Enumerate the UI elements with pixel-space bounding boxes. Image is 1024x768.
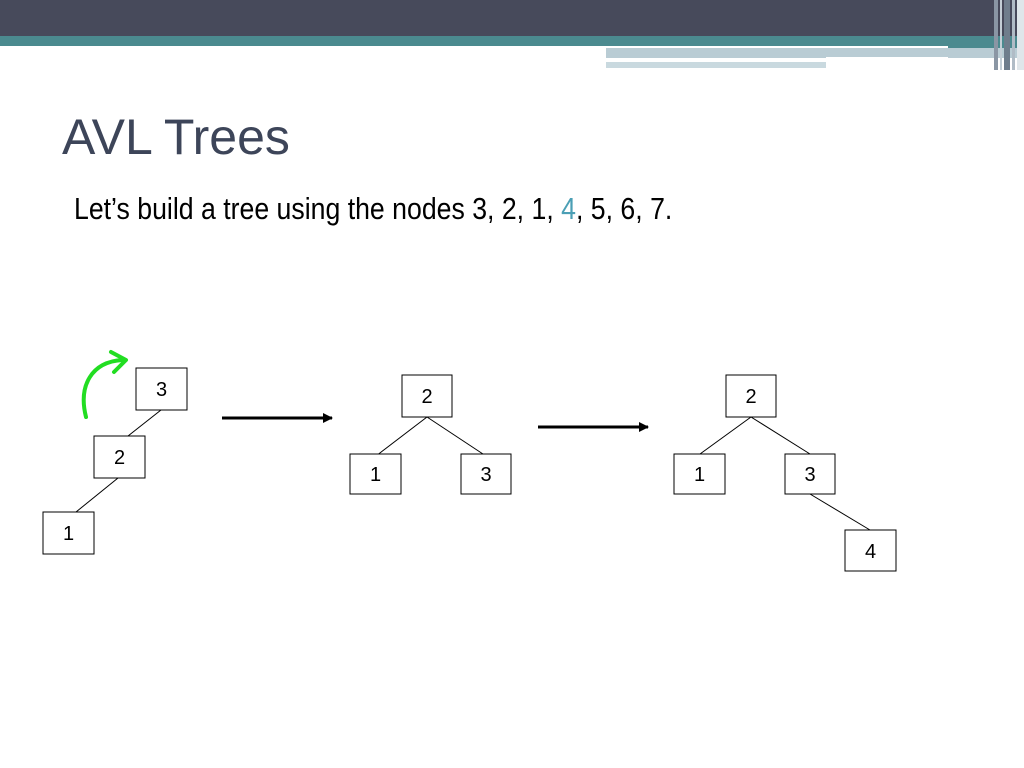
node-label: 2 — [745, 386, 756, 408]
header-divider-line — [0, 46, 948, 48]
tree-edge — [750, 416, 811, 455]
slide-subtitle: Let’s build a tree using the nodes 3, 2,… — [74, 193, 672, 224]
subtitle-text-start: Let’s build a tree using the nodes 3, 2,… — [74, 191, 562, 226]
tree-edge — [699, 416, 752, 455]
tree-node: 2 — [725, 374, 777, 418]
rotation-arrow-icon — [81, 358, 124, 419]
tree-node: 3 — [460, 453, 512, 495]
tree-node: 2 — [401, 374, 453, 418]
header-teal-band — [0, 36, 1024, 48]
node-label: 1 — [63, 523, 74, 545]
tree-edge — [75, 477, 119, 513]
tree-unbalanced: 3 2 1 — [42, 350, 188, 555]
node-label: 3 — [156, 379, 167, 401]
rotation-arrowhead-icon — [109, 350, 128, 374]
node-label: 3 — [480, 464, 491, 486]
tree-node: 3 — [135, 367, 188, 411]
node-label: 2 — [421, 386, 432, 408]
tree-edge — [809, 493, 871, 531]
node-label: 4 — [865, 541, 876, 563]
tree-edge — [375, 416, 428, 457]
tree-node: 1 — [42, 511, 95, 555]
slide-title: AVL Trees — [62, 109, 290, 165]
header-light-band — [606, 48, 1024, 58]
node-label: 1 — [370, 464, 381, 486]
tree-node: 1 — [349, 453, 402, 495]
header-dark-band — [0, 0, 1024, 36]
tree-node: 3 — [784, 453, 836, 495]
tree-node: 1 — [673, 453, 726, 495]
header-edge-stripes — [994, 0, 1024, 70]
header-divider-line-secondary — [826, 57, 948, 59]
node-label: 1 — [694, 464, 705, 486]
tree-rotated: 2 1 3 — [349, 374, 512, 495]
tree-node: 4 — [844, 529, 897, 572]
node-label: 2 — [114, 447, 125, 469]
subtitle-text-end: , 5, 6, 7. — [575, 191, 673, 226]
node-label: 3 — [804, 464, 815, 486]
tree-node: 2 — [93, 435, 146, 479]
tree-edge — [127, 409, 162, 437]
header-light-band-secondary — [606, 62, 826, 68]
subtitle-highlight-node: 4 — [561, 191, 576, 226]
tree-inserted-4: 2 1 3 4 — [673, 374, 897, 572]
tree-edge — [426, 416, 487, 457]
